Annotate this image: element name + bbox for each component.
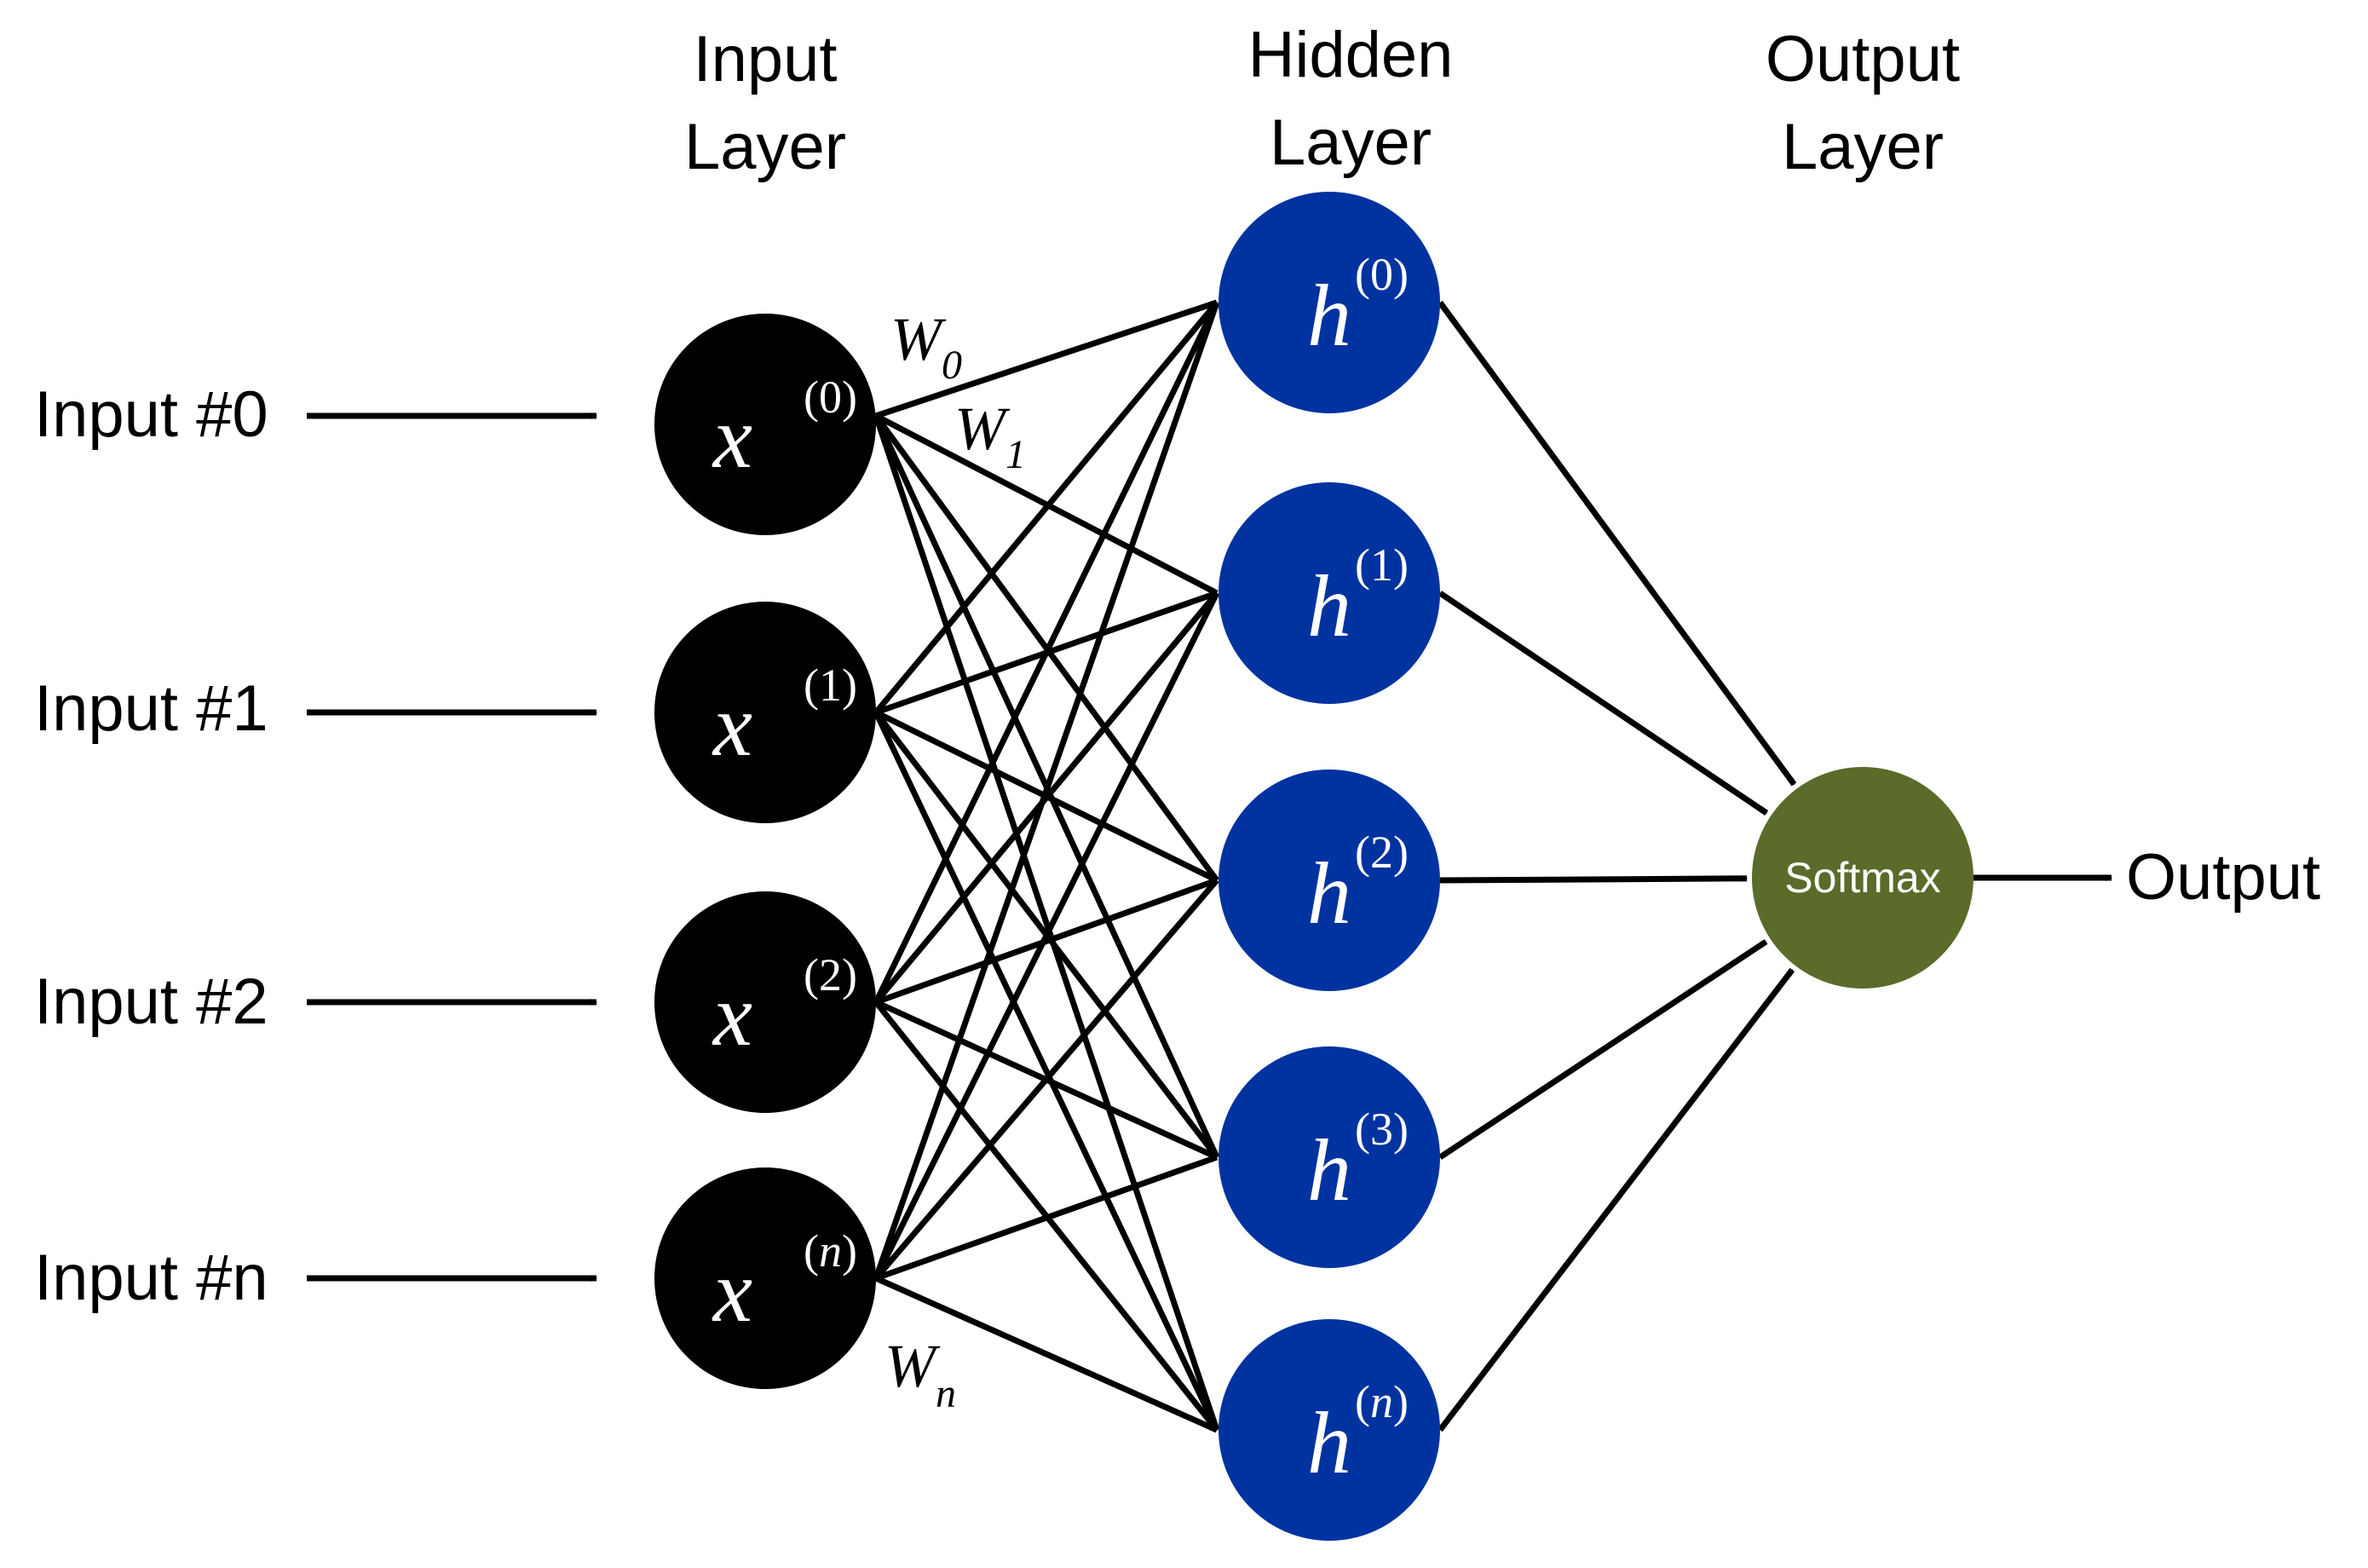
input-layer-nodes: x (0) x (1) x (2) x (n)	[654, 314, 876, 1389]
hidden-node-circle	[1219, 1319, 1440, 1541]
connections	[307, 299, 2112, 1433]
weight-label-wn: Wn	[884, 1332, 956, 1416]
input-node-var: x	[712, 677, 752, 775]
input-to-hidden-edge	[873, 878, 1219, 1281]
input-labels: Input #0 Input #1 Input #2 Input #n	[34, 378, 268, 1314]
hidden-node-sup: (3)	[1355, 1104, 1409, 1155]
output-layer-title-line1: Output	[1766, 23, 1960, 95]
input-label-2: Input #2	[34, 966, 268, 1038]
hidden-node-var: h	[1307, 1121, 1351, 1219]
input-to-hidden-edge	[873, 711, 1220, 1432]
hidden-node-3: h (3)	[1219, 1046, 1440, 1268]
hidden-node-var: h	[1307, 557, 1351, 655]
input-node-0: x (0)	[654, 314, 876, 535]
weight-labels: W0 W1 Wn	[884, 305, 1026, 1416]
input-label-n: Input #n	[34, 1242, 268, 1314]
hidden-node-2: h (2)	[1219, 770, 1440, 991]
input-node-sup: (0)	[804, 372, 857, 423]
input-node-2: x (2)	[654, 891, 876, 1113]
input-label-1: Input #1	[34, 672, 268, 745]
output-label: Output	[2126, 841, 2320, 914]
hidden-layer-title-line1: Hidden	[1248, 19, 1454, 91]
input-node-circle	[654, 1167, 876, 1389]
hidden-to-softmax-edge	[1439, 875, 1748, 884]
hidden-node-circle	[1219, 482, 1440, 704]
input-to-hidden-edge	[874, 299, 1219, 419]
input-node-circle	[654, 314, 876, 535]
weight-label-w0: W0	[890, 305, 962, 388]
hidden-layer-title-line2: Layer	[1270, 107, 1432, 179]
hidden-to-softmax-edge	[1438, 591, 1769, 816]
input-node-sup: (n)	[804, 1225, 857, 1277]
input-node-var: x	[712, 966, 752, 1064]
hidden-node-0: h (0)	[1219, 192, 1440, 413]
hidden-node-sup: (0)	[1355, 249, 1409, 300]
input-to-hidden-edge	[873, 300, 1219, 715]
input-layer-title-line1: Input	[693, 23, 837, 95]
weight-label-w1: W1	[954, 395, 1026, 477]
hidden-node-circle	[1219, 770, 1440, 991]
hidden-node-sup: (n)	[1355, 1376, 1409, 1427]
hidden-node-sup: (1)	[1355, 539, 1409, 591]
input-node-sup: (1)	[804, 660, 857, 711]
input-to-hidden-edge	[873, 301, 1220, 1280]
input-node-circle	[654, 602, 876, 823]
input-node-1: x (1)	[654, 602, 876, 823]
hidden-node-var: h	[1307, 267, 1351, 365]
hidden-node-circle	[1219, 1046, 1440, 1268]
input-node-var: x	[712, 1242, 752, 1340]
input-to-hidden-edge	[874, 1275, 1219, 1433]
input-to-hidden-edge	[874, 1154, 1219, 1282]
input-to-hidden-edge	[873, 591, 1220, 1280]
input-to-hidden-edge	[873, 414, 1220, 1432]
hidden-to-softmax-edge	[1438, 300, 1797, 787]
input-node-sup: (2)	[804, 949, 857, 1000]
input-to-hidden-edge	[873, 301, 1220, 1004]
hidden-to-softmax-edge	[1438, 939, 1768, 1160]
input-node-var: x	[712, 389, 752, 487]
softmax-label: Softmax	[1784, 854, 1940, 902]
hidden-node-1: h (1)	[1219, 482, 1440, 704]
output-layer-title-line2: Layer	[1782, 111, 1944, 183]
input-layer-title-line2: Layer	[684, 111, 846, 183]
hidden-layer-nodes: h (0) h (1) h (2) h (3) h (n)	[1219, 192, 1440, 1541]
hidden-node-sup: (2)	[1355, 827, 1409, 878]
hidden-node-circle	[1219, 192, 1440, 413]
hidden-node-n: h (n)	[1219, 1319, 1440, 1541]
input-label-0: Input #0	[34, 378, 268, 451]
input-node-n: x (n)	[654, 1167, 876, 1389]
hidden-node-var: h	[1307, 1394, 1351, 1492]
hidden-node-var: h	[1307, 845, 1351, 943]
softmax-node: Softmax	[1752, 767, 1973, 989]
softmax-circle	[1752, 767, 1973, 989]
input-node-circle	[654, 891, 876, 1113]
hidden-to-softmax-edge	[1438, 967, 1795, 1433]
layer-titles: Input Layer Hidden Layer Output Layer	[684, 19, 1960, 183]
